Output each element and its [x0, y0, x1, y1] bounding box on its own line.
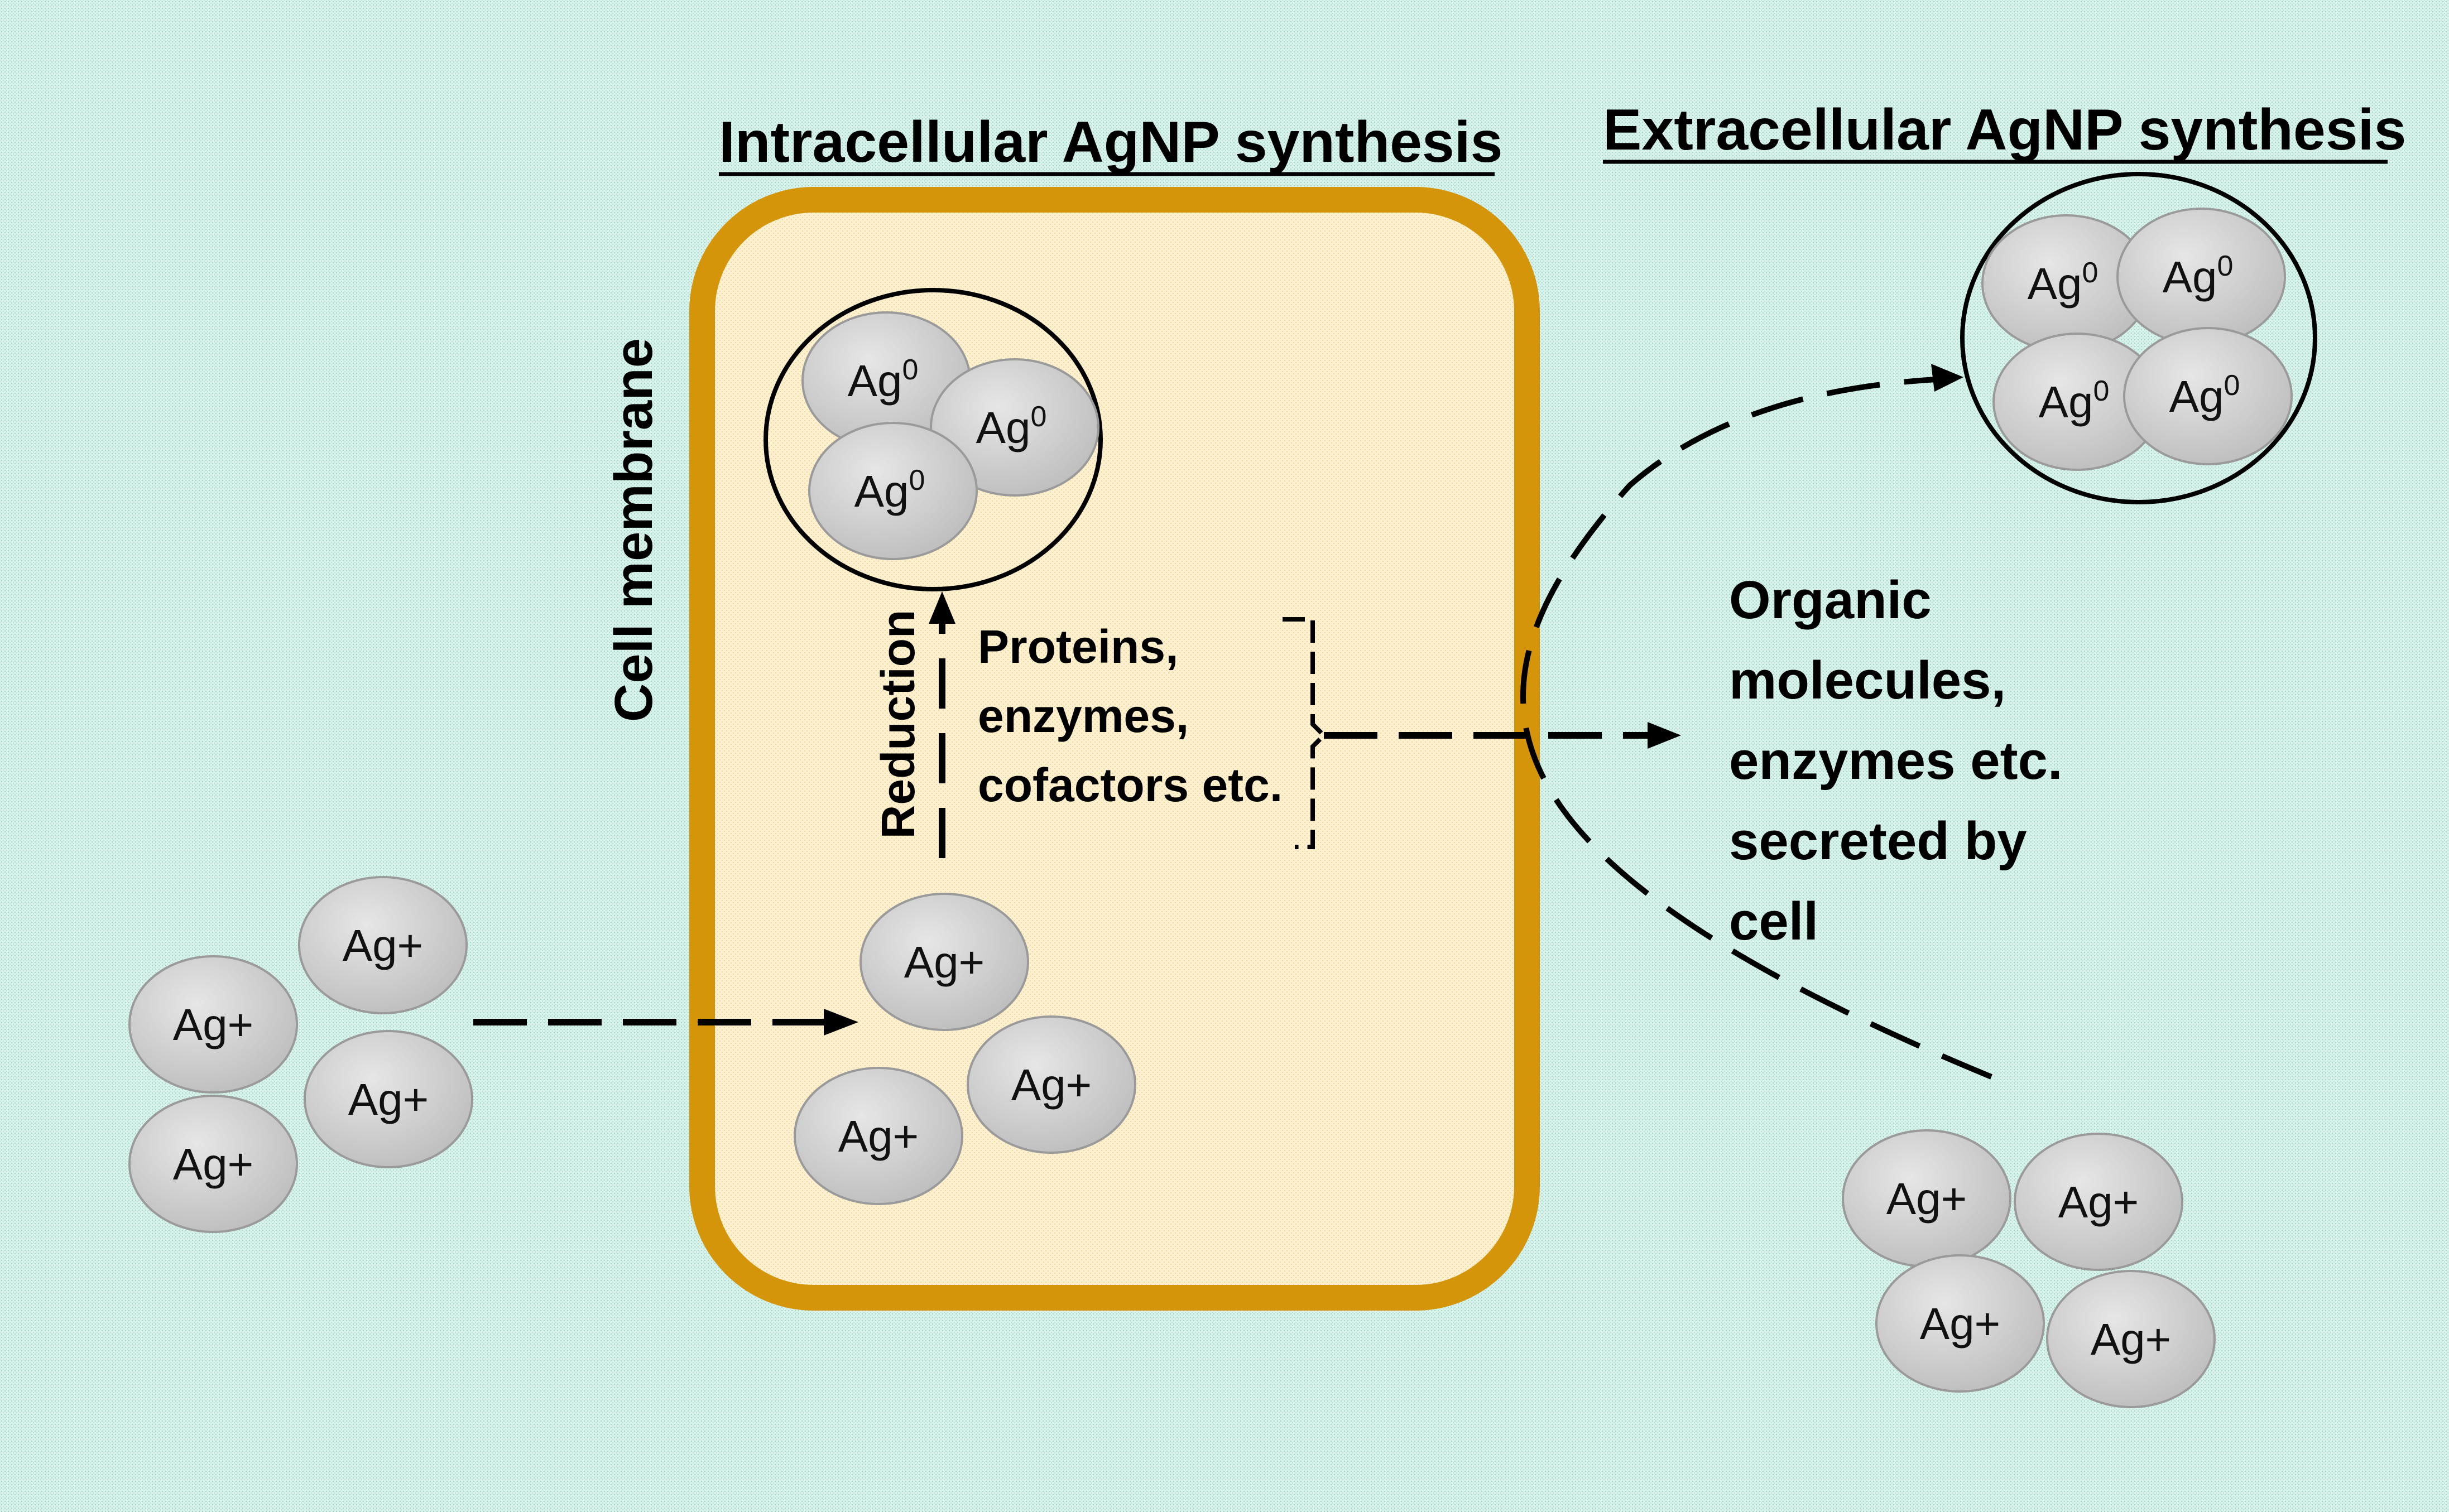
ion-label: Ag+: [173, 1139, 254, 1189]
ion-label: Ag+: [173, 1000, 254, 1049]
ion-label: Ag+: [1011, 1060, 1092, 1110]
atom-particle: Ag0: [801, 311, 971, 450]
organic-line-2: molecules,: [1729, 651, 2006, 710]
proteins-text: Proteins, enzymes, cofactors etc.: [978, 620, 1283, 811]
organic-line-3: enzymes etc.: [1729, 731, 2063, 791]
reduction-label: Reduction: [872, 610, 924, 839]
ion-label: Ag+: [348, 1075, 429, 1124]
ion-particle: Ag+: [298, 876, 468, 1014]
ion-particle: Ag+: [794, 1067, 963, 1205]
proteins-bracket: [1283, 617, 1327, 849]
ion-particle: Ag+: [967, 1015, 1136, 1154]
atom-label: Ag0: [2039, 375, 2110, 427]
extracellular-nanoparticle: Ag0 Ag0 Ag0 Ag0: [1981, 208, 2293, 471]
intracellular-nanoparticle: Ag0 Ag0 Ag0: [801, 311, 1099, 560]
ion-label: Ag+: [2091, 1314, 2172, 1364]
ion-particle: Ag+: [2046, 1270, 2216, 1408]
uptake-arrowhead: [824, 1009, 858, 1036]
extracellular-cluster-boundary: [1960, 172, 2317, 504]
ion-particle: Ag+: [1842, 1129, 2011, 1268]
intracellular-cluster-boundary: [763, 288, 1103, 591]
organic-text: Organic molecules, enzymes etc. secreted…: [1729, 570, 2063, 951]
ion-particle: Ag+: [859, 893, 1029, 1031]
atom-label: Ag0: [2169, 369, 2240, 421]
ion-particle: Ag+: [128, 1095, 298, 1233]
proteins-line-2: enzymes,: [978, 690, 1189, 742]
ion-label: Ag+: [1886, 1174, 1967, 1224]
reduction-arrowhead: [929, 591, 955, 624]
atom-particle: Ag0: [2116, 208, 2286, 346]
atom-label: Ag0: [976, 401, 1047, 452]
proteins-line-1: Proteins,: [978, 620, 1178, 673]
atom-label: Ag0: [2028, 257, 2099, 309]
atom-label: Ag0: [2163, 250, 2234, 302]
organic-line-1: Organic: [1729, 570, 1932, 630]
extracellular-title: Extracellular AgNP synthesis: [1603, 98, 2406, 162]
ion-label: Ag+: [838, 1111, 919, 1161]
outside-ions-right: Ag+ Ag+ Ag+ Ag+: [1842, 1129, 2216, 1408]
organic-line-4: secreted by: [1729, 811, 2027, 871]
inside-ions: Ag+ Ag+ Ag+: [794, 893, 1136, 1205]
atom-particle: Ag0: [2123, 327, 2293, 465]
ion-particle: Ag+: [2014, 1133, 2183, 1271]
ion-label: Ag+: [343, 921, 424, 970]
intracellular-title: Intracellular AgNP synthesis: [719, 110, 1503, 175]
extracellular-curve: [1520, 377, 1992, 1080]
proteins-line-3: cofactors etc.: [978, 759, 1283, 811]
secretion-arrowhead: [1648, 722, 1681, 749]
ion-particle: Ag+: [304, 1030, 473, 1168]
ion-label: Ag+: [904, 937, 985, 987]
ion-particle: Ag+: [1875, 1254, 2045, 1393]
atom-particle: Ag0: [930, 358, 1099, 497]
atom-label: Ag0: [854, 464, 925, 516]
ion-label: Ag+: [2058, 1177, 2139, 1227]
ion-particle: Ag+: [128, 955, 298, 1094]
cell-membrane-label: Cell membrane: [604, 338, 664, 722]
ion-label: Ag+: [1920, 1299, 2001, 1349]
atom-label: Ag0: [848, 354, 919, 406]
extracellular-arrowhead: [1931, 364, 1963, 392]
atom-particle: Ag0: [1981, 214, 2151, 353]
outside-ions-left: Ag+ Ag+ Ag+ Ag+: [128, 876, 473, 1233]
organic-line-5: cell: [1729, 892, 1818, 951]
atom-particle: Ag0: [808, 422, 978, 560]
